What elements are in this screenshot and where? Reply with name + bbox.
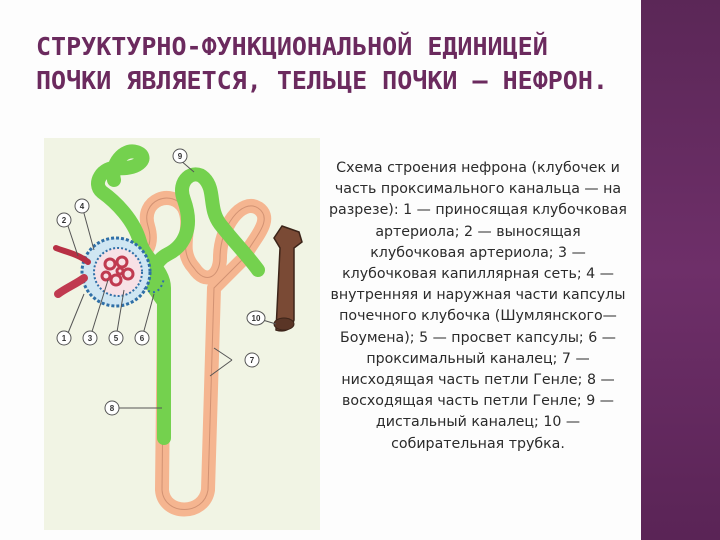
nephron-diagram: 1 2 3 4 5 6 7 8 9 10 [44, 138, 320, 530]
label-6: 6 [140, 334, 145, 343]
label-5: 5 [114, 334, 119, 343]
slide-title: СТРУКТУРНО-ФУНКЦИОНАЛЬНОЙ ЕДИНИЦЕЙ ПОЧКИ… [36, 32, 608, 95]
label-circle-2 [56, 212, 72, 228]
label-circle-7 [244, 352, 260, 368]
label-circle-3 [82, 330, 98, 346]
label-circle-10 [246, 310, 266, 326]
afferent-arteriole [54, 274, 88, 298]
label-2: 2 [62, 216, 67, 225]
label-circle-5 [108, 330, 124, 346]
label-4: 4 [80, 202, 85, 211]
label-circle-8 [104, 400, 120, 416]
label-circle-6 [134, 330, 150, 346]
label-numbers: 1 2 3 4 5 6 7 8 9 10 [62, 152, 261, 413]
label-circle-9 [172, 148, 188, 164]
label-1: 1 [62, 334, 67, 343]
label-8: 8 [110, 404, 115, 413]
tubule-epithelium [143, 277, 165, 294]
label-9: 9 [178, 152, 183, 161]
label-circle-1 [56, 330, 72, 346]
label-circle-4 [74, 198, 90, 214]
label-3: 3 [88, 334, 93, 343]
side-decoration-band [641, 0, 720, 540]
label-7: 7 [250, 356, 255, 365]
label-circles [56, 148, 266, 416]
leader-lines [65, 159, 277, 409]
diagram-caption: Схема строения нефрона (клубочек и часть… [329, 160, 627, 452]
distal-tubule [91, 144, 265, 445]
collecting-duct-end [273, 317, 295, 331]
label-10: 10 [252, 314, 261, 323]
glomerular-capillaries [100, 255, 135, 287]
efferent-arteriole [53, 245, 91, 265]
proximal-tubule-outline [129, 197, 265, 510]
